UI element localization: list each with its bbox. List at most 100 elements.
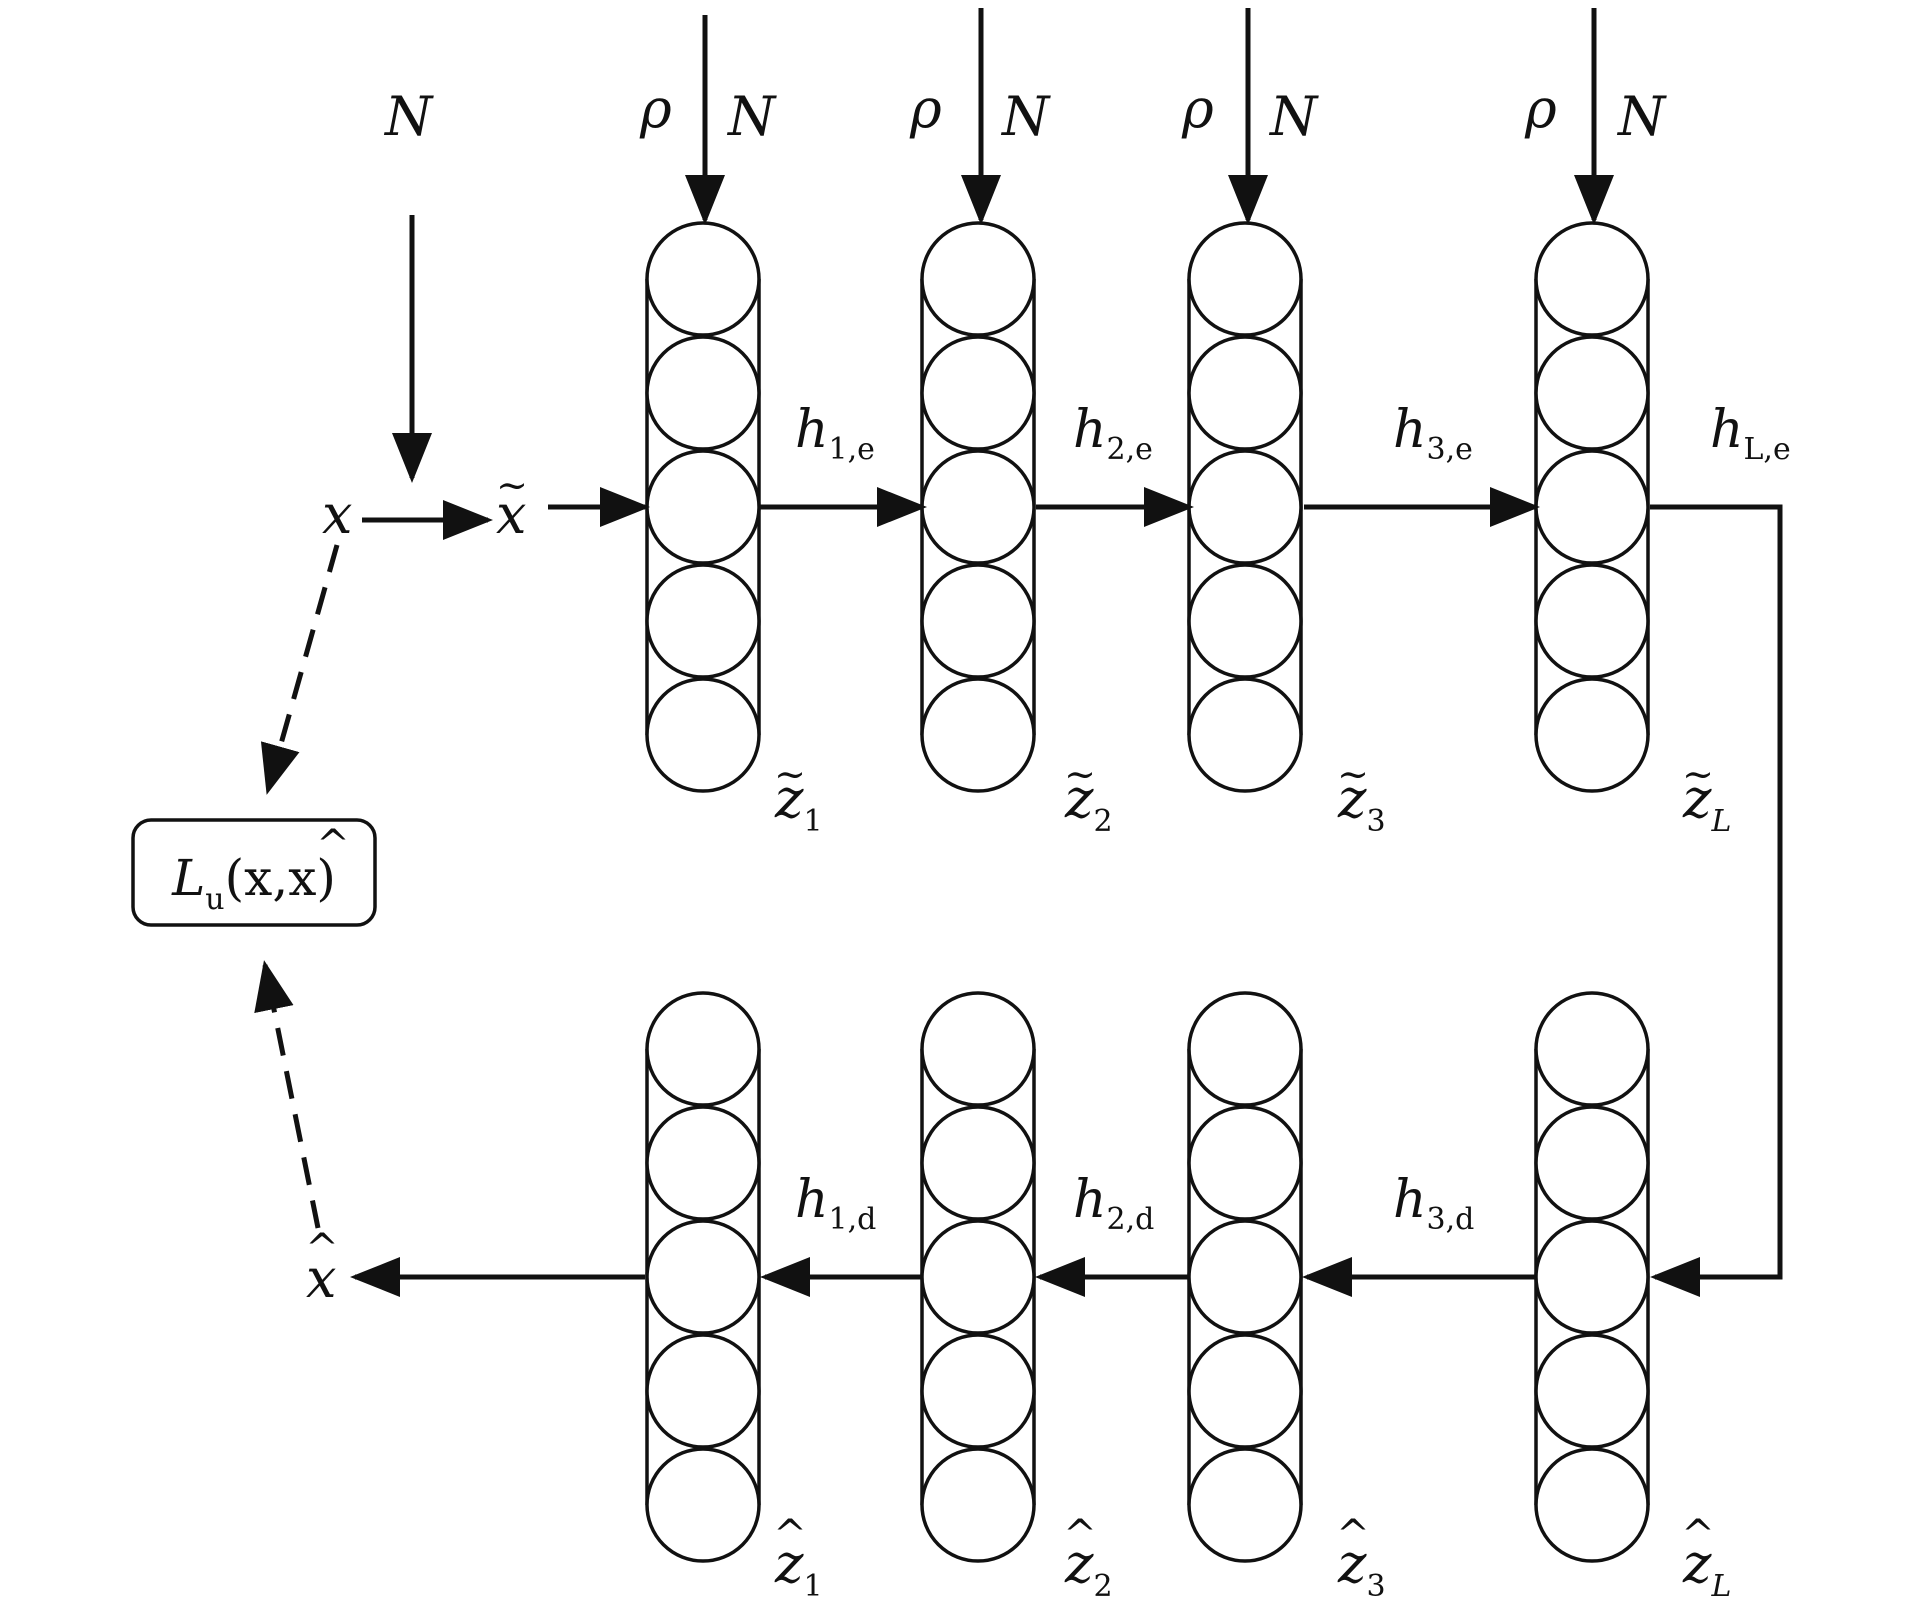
- layer-label-enc-L: zL: [1682, 767, 1731, 839]
- neuron: [920, 1333, 1036, 1449]
- x-tilde-label: x: [496, 483, 526, 546]
- edge-label-2d: h2,d: [1073, 1170, 1154, 1237]
- neuron: [1534, 335, 1650, 451]
- rho-label-L: ρ: [1524, 77, 1557, 140]
- neuron: [645, 1219, 761, 1335]
- neuron: [645, 335, 761, 451]
- neuron: [1534, 991, 1650, 1107]
- decoder-layers: [645, 991, 1650, 1563]
- neuron: [920, 449, 1036, 565]
- bottleneck-connector: [1650, 504, 1783, 1297]
- tilde-mark-enc-2: ~: [1064, 752, 1096, 796]
- neuron: [1534, 221, 1650, 337]
- neuron: [645, 991, 761, 1107]
- neuron: [1187, 449, 1303, 565]
- noise-label-2: N: [1000, 85, 1051, 148]
- neuron: [1534, 1333, 1650, 1449]
- neuron: [645, 1105, 761, 1221]
- loss-arg-hat: ^: [316, 822, 350, 868]
- layer-label-dec-L: zL: [1682, 1532, 1731, 1604]
- neuron: [920, 221, 1036, 337]
- neuron: [1187, 991, 1303, 1107]
- decoder-layer-labels: z1 ^ z2 ^ z3 ^ zL ^: [773, 1512, 1731, 1604]
- hat-mark-dec-2: ^: [1063, 1512, 1097, 1558]
- edge-label-Le: hL,e: [1710, 400, 1791, 467]
- decoder-layer-4: [1534, 991, 1650, 1563]
- encoder-layers: [645, 221, 1650, 793]
- neuron: [1187, 1333, 1303, 1449]
- rho-label-3: ρ: [1181, 77, 1214, 140]
- decoder-layer-1: [645, 991, 761, 1563]
- layer-label-enc-1: z1: [774, 767, 823, 839]
- hat-mark-dec-1: ^: [773, 1512, 807, 1558]
- noise-label-input: N: [383, 85, 434, 148]
- x-hat-label: x: [306, 1247, 336, 1310]
- neuron: [1534, 1105, 1650, 1221]
- encoder-flow: [362, 487, 1783, 1297]
- rho-label-2: ρ: [909, 77, 942, 140]
- neuron: [920, 991, 1036, 1107]
- neuron: [645, 1447, 761, 1563]
- encoder-layer-1: [645, 221, 761, 793]
- edge-label-2e: h2,e: [1073, 400, 1153, 467]
- x-hat-to-loss-dashed-arrow: [254, 960, 321, 1229]
- edge-label-1e: h1,e: [795, 400, 875, 467]
- neuron: [920, 1447, 1036, 1563]
- loss-box: [131, 818, 377, 927]
- decoder-layer-2: [920, 991, 1036, 1563]
- neuron: [1534, 449, 1650, 565]
- encoder-edge-labels: h1,e h2,e h3,e hL,e: [795, 400, 1791, 467]
- layer-label-dec-3: z3: [1337, 1532, 1386, 1604]
- neuron: [920, 1219, 1036, 1335]
- neuron: [1534, 677, 1650, 793]
- neuron: [645, 449, 761, 565]
- top-inputs: [392, 8, 1614, 483]
- hat-mark-dec-L: ^: [1681, 1512, 1715, 1558]
- loss-label: Lu(x,x): [171, 849, 336, 917]
- edge-label-1d: h1,d: [795, 1170, 876, 1237]
- loss-args: (x,x): [225, 849, 336, 907]
- neuron: [1187, 1219, 1303, 1335]
- neuron: [920, 335, 1036, 451]
- neuron: [645, 221, 761, 337]
- neuron: [645, 1333, 761, 1449]
- layer-label-enc-3: z3: [1337, 767, 1386, 839]
- edge-label-3e: h3,e: [1393, 400, 1473, 467]
- edge-label-3d: h3,d: [1393, 1170, 1474, 1237]
- decoder-edge-labels: h1,d h2,d h3,d: [795, 1170, 1474, 1237]
- rho-label-1: ρ: [639, 77, 672, 140]
- layer-label-dec-1: z1: [774, 1532, 823, 1604]
- tilde-mark-enc-1: ~: [774, 752, 806, 796]
- tilde-mark-enc-3: ~: [1337, 752, 1369, 796]
- x-label: x: [322, 483, 352, 546]
- encoder-layer-2: [920, 221, 1036, 793]
- neuron: [920, 1105, 1036, 1221]
- neuron: [1187, 563, 1303, 679]
- encoder-layer-4: [1534, 221, 1650, 793]
- neuron: [1187, 1447, 1303, 1563]
- neuron: [1534, 563, 1650, 679]
- x-tilde-mark: ~: [496, 463, 528, 507]
- noise-label-3: N: [1268, 85, 1319, 148]
- x-hat-mark: ^: [305, 1226, 339, 1272]
- neuron: [920, 563, 1036, 679]
- tilde-mark-enc-L: ~: [1682, 752, 1714, 796]
- neuron: [920, 677, 1036, 793]
- neuron: [645, 677, 761, 793]
- neuron: [1187, 221, 1303, 337]
- neuron: [1187, 1105, 1303, 1221]
- neuron: [1187, 335, 1303, 451]
- decoder-layer-3: [1187, 991, 1303, 1563]
- loss-arrows: [254, 544, 340, 1229]
- noise-labels: N ρ N ρ N ρ N ρ N: [383, 77, 1667, 148]
- neuron: [645, 563, 761, 679]
- x-to-loss-dashed-arrow: [260, 544, 340, 795]
- neuron: [1534, 1219, 1650, 1335]
- encoder-layer-3: [1187, 221, 1303, 793]
- layer-label-enc-2: z2: [1064, 767, 1113, 839]
- loss-subscript: u: [205, 882, 224, 917]
- noise-label-L: N: [1616, 85, 1667, 148]
- encoder-layer-labels: z1 ~ z2 ~ z3 ~ zL ~: [774, 752, 1731, 839]
- hat-mark-dec-3: ^: [1336, 1512, 1370, 1558]
